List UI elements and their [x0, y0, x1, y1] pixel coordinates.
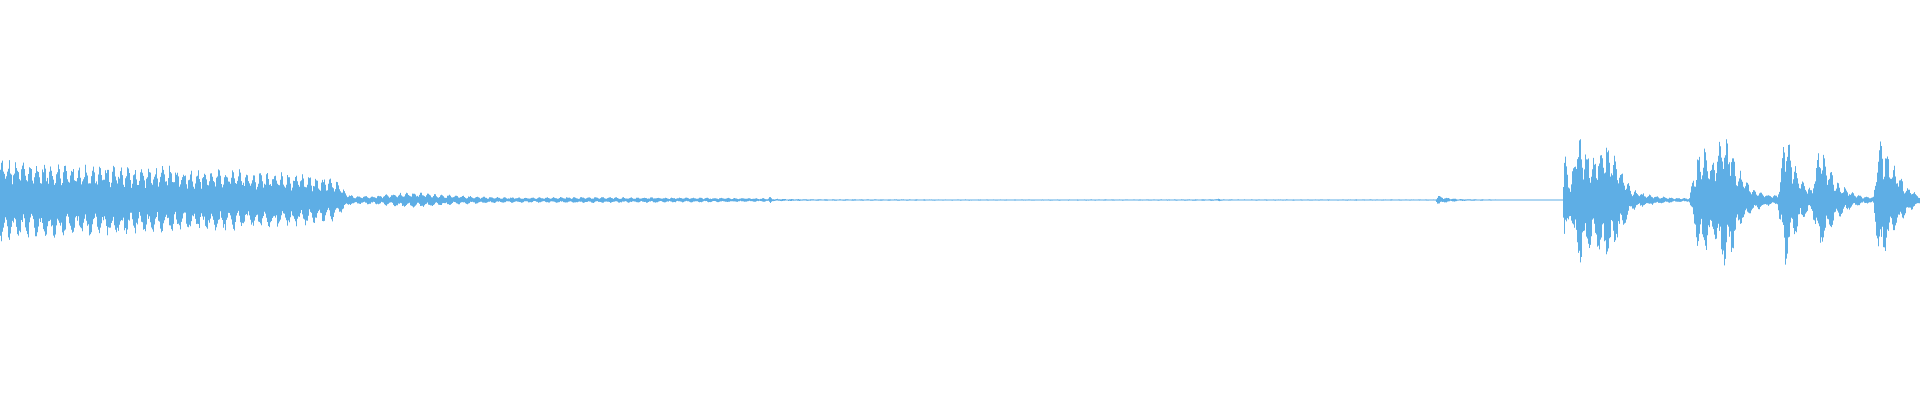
- waveform-trace: [0, 139, 1920, 266]
- waveform-samples: [0, 139, 1920, 266]
